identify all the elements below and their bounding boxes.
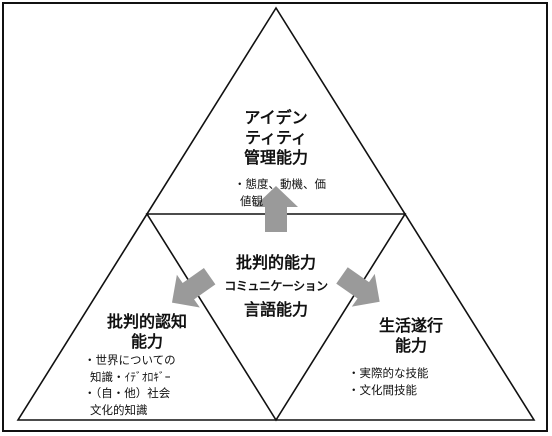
left-bullet-line4: 文化的知識 (90, 403, 148, 418)
right-title-line2: 能力 (394, 336, 427, 355)
center-labels: 批判的能力 コミュニケーション 言語能力 (206, 253, 346, 320)
right-title: 生活遂行 能力 (356, 316, 466, 356)
top-bullet-line1: ・態度、動機、価 (234, 177, 326, 191)
top-bullet-line2: 値観 (240, 193, 263, 208)
left-bullet-line1: ・世界についての (84, 353, 176, 367)
arrow-up-icon (254, 186, 298, 232)
top-title-line2: ティティ (244, 128, 308, 147)
center-line2: コミュニケーション (224, 279, 328, 293)
top-title: アイデン ティティ 管理能力 (226, 108, 326, 168)
top-title-line1: アイデン (244, 108, 308, 127)
left-bullets: ・世界についての 知識・ｲﾃﾞｵﾛｷﾞｰ ・（自・他）社会 文化的知識 (84, 352, 224, 419)
left-bullet-line3: ・（自・他）社会 (84, 386, 171, 401)
right-bullet-line1: ・実際的な技能 (348, 366, 429, 380)
center-line1: 批判的能力 (235, 253, 316, 272)
left-title-line2: 能力 (130, 332, 163, 351)
right-bullets: ・実際的な技能 ・文化間技能 (348, 365, 468, 398)
right-bullet-line2: ・文化間技能 (348, 382, 417, 397)
center-line3: 言語能力 (243, 300, 308, 319)
left-title-line1: 批判的認知 (106, 312, 187, 331)
arrow-down-right-icon (336, 267, 380, 307)
top-title-line3: 管理能力 (243, 148, 308, 167)
arrow-down-left-icon (171, 268, 216, 308)
right-title-line1: 生活遂行 (378, 316, 443, 335)
left-bullet-line2: 知識・ｲﾃﾞｵﾛｷﾞｰ (90, 369, 171, 384)
top-bullets: ・態度、動機、価 値観 (234, 176, 344, 209)
left-title: 批判的認知 能力 (82, 312, 212, 352)
